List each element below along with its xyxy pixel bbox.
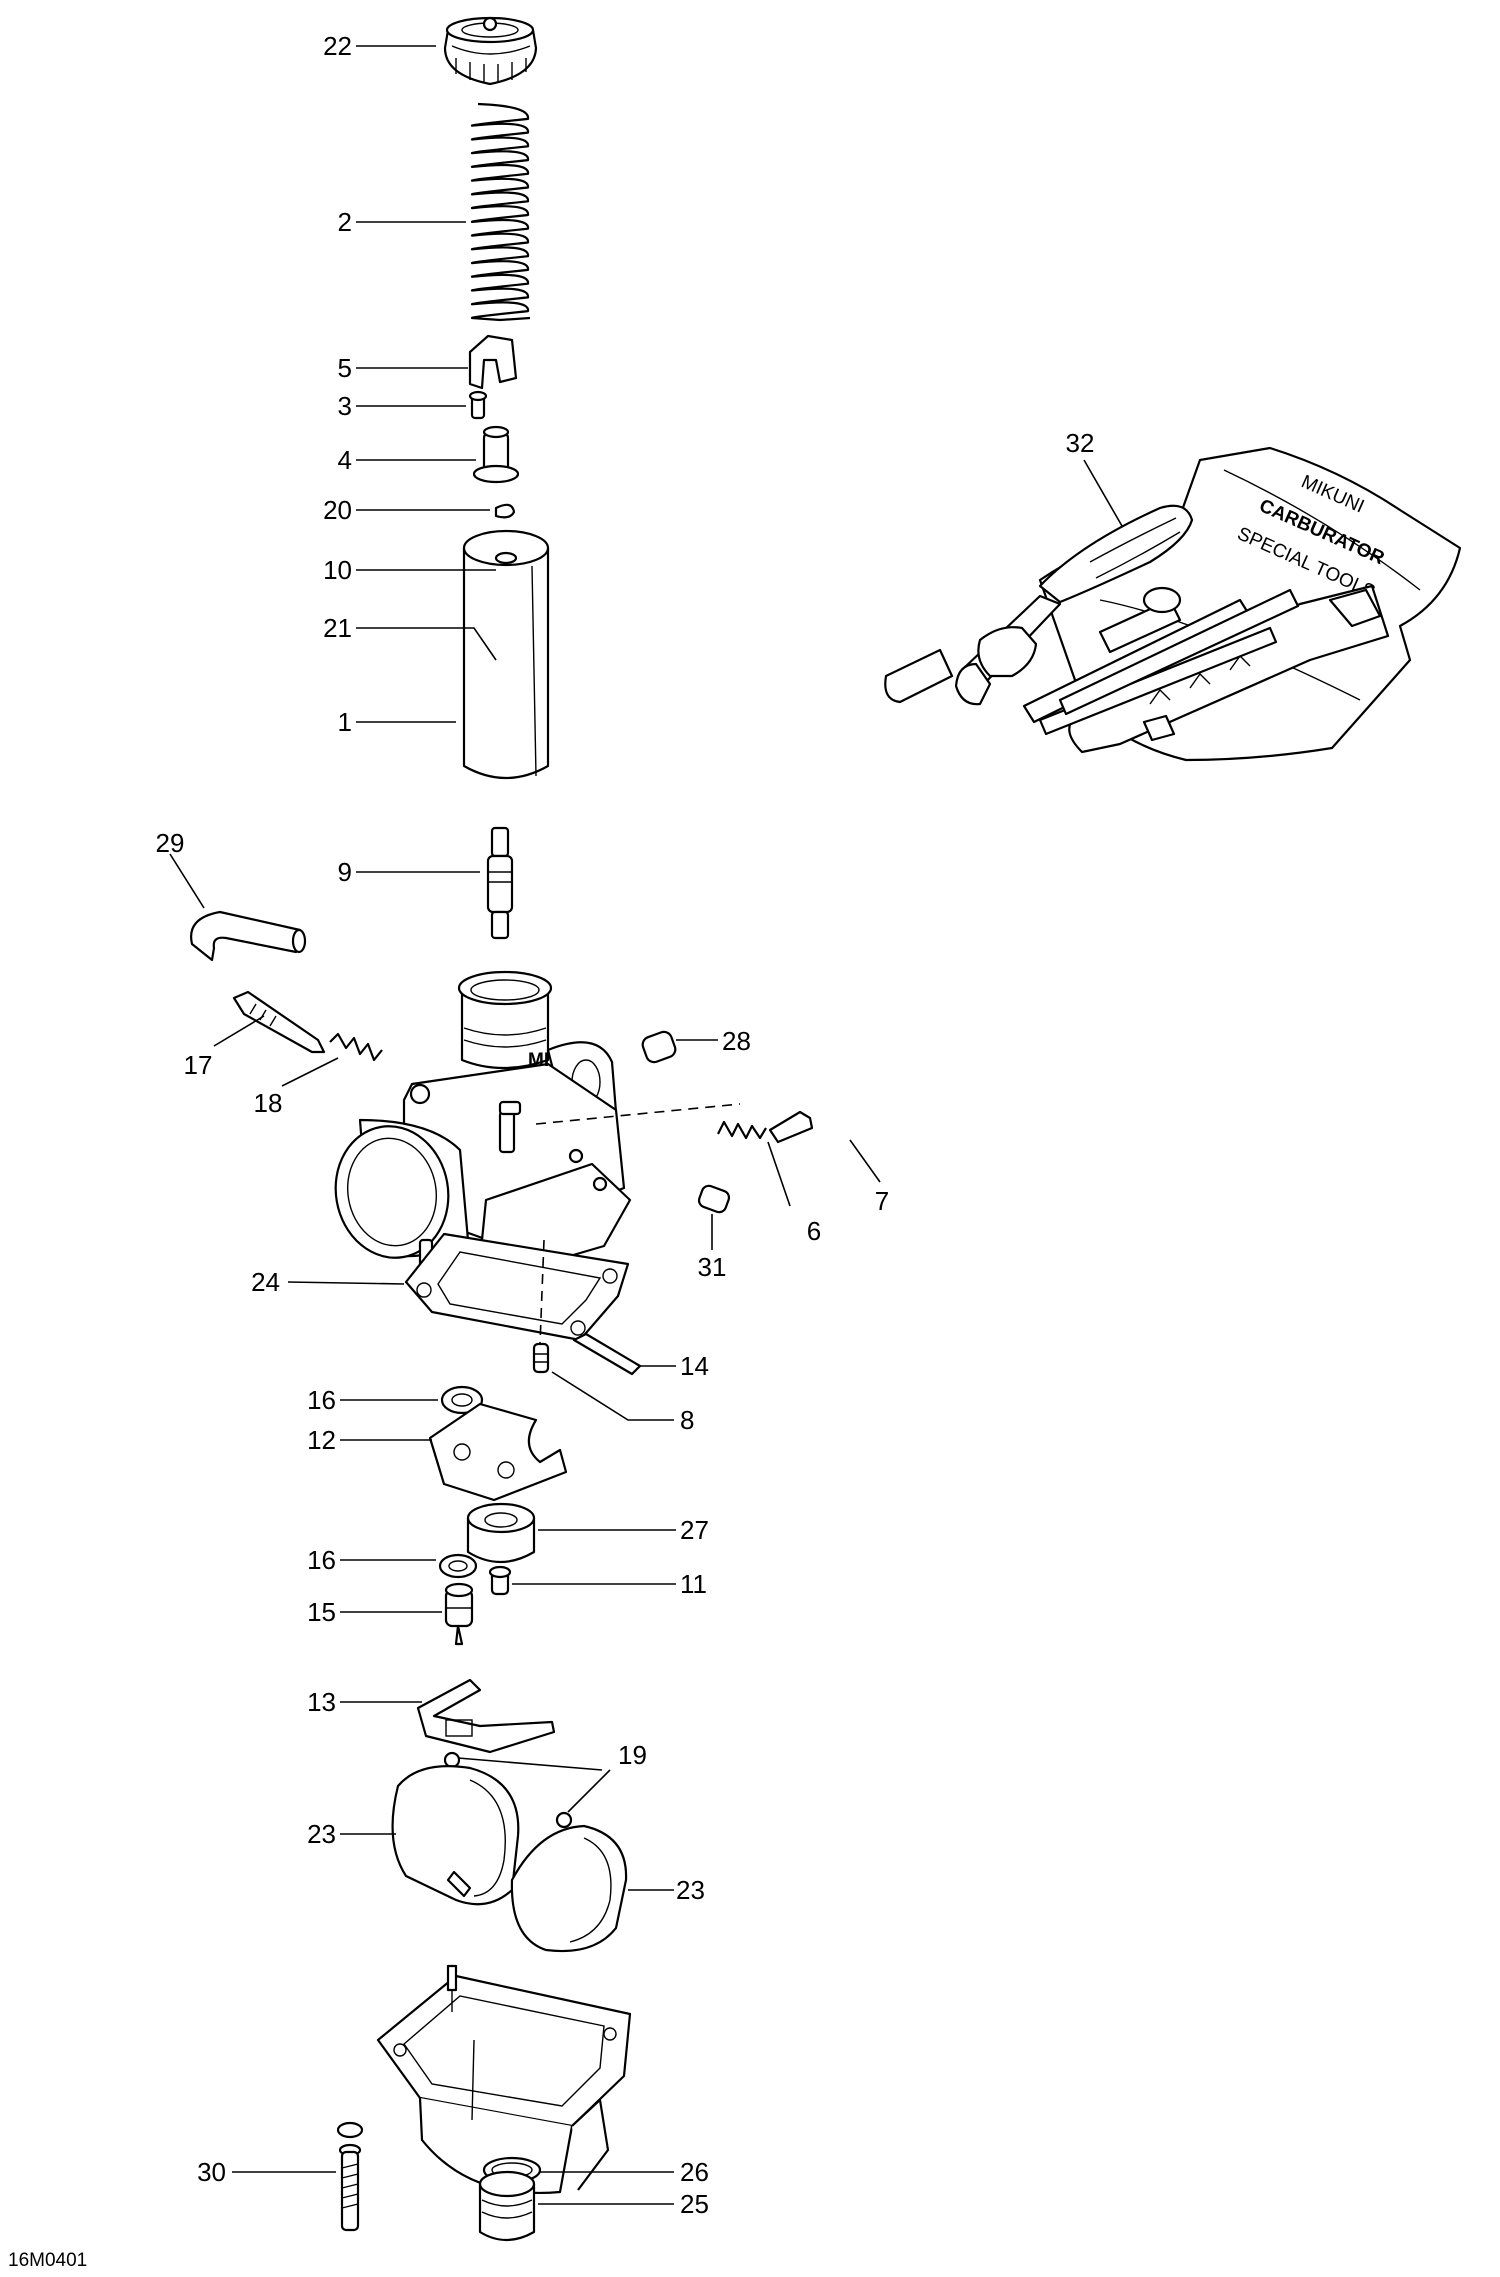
part-32-tool-kit: MIKUNI CARBURATOR SPECIAL TOOLS: [884, 446, 1462, 762]
callout-7: 7: [875, 1186, 889, 1216]
part-19-pin-right: [555, 1811, 573, 1829]
callout-32: 32: [1066, 428, 1095, 458]
part-30-screw: [336, 2121, 364, 2232]
part-27-seat: [466, 1502, 536, 1563]
callout-6: 6: [807, 1216, 821, 1246]
leader-19b: [567, 1769, 611, 1813]
part-24-gasket: [404, 1232, 630, 1342]
part-9-needle-jet: [486, 826, 514, 940]
assembly-guide-main: [535, 1103, 741, 1125]
leader-21: [356, 627, 497, 661]
part-15-needle-valve: [444, 1582, 474, 1646]
callout-22: 22: [323, 31, 352, 61]
callout-27: 27: [680, 1515, 709, 1545]
part-23-float-left: [391, 1765, 520, 1906]
part-22-cap: [443, 16, 538, 86]
callout-4: 4: [338, 445, 352, 475]
callout-14: 14: [680, 1351, 709, 1381]
callout-13: 13: [307, 1687, 336, 1717]
callout-28: 28: [722, 1026, 751, 1056]
callout-1: 1: [338, 707, 352, 737]
callout-23-left: 23: [307, 1819, 336, 1849]
leader-24: [287, 1281, 405, 1285]
part-4-holder: [472, 425, 520, 484]
leader-17: [213, 1015, 265, 1047]
callout-18: 18: [254, 1088, 283, 1118]
callout-2: 2: [338, 207, 352, 237]
callout-9: 9: [338, 857, 352, 887]
leader-8: [551, 1371, 674, 1421]
part-28-cap: [641, 1030, 677, 1064]
part-3-screw: [468, 390, 488, 420]
callout-11: 11: [680, 1569, 707, 1599]
leader-32: [1083, 459, 1123, 527]
part-1-throttle-slide: [462, 529, 550, 780]
callout-5: 5: [338, 353, 352, 383]
callout-19: 19: [618, 1740, 647, 1770]
part-14-pin: [572, 1332, 642, 1376]
callout-26: 26: [680, 2157, 709, 2187]
reference-code: 16M0401: [8, 2250, 87, 2271]
part-7-screw: [768, 1110, 814, 1144]
leader-7: [849, 1139, 881, 1183]
part-11-jet: [488, 1565, 512, 1596]
part-23-float-right: [510, 1824, 628, 1953]
leader-18: [281, 1057, 339, 1087]
part-19-pin-left: [443, 1751, 461, 1769]
callout-16-upper: 16: [307, 1385, 336, 1415]
callout-20: 20: [323, 495, 352, 525]
part-18-spring: [329, 1032, 383, 1062]
part-2-spring: [470, 102, 531, 322]
callout-24: 24: [251, 1267, 280, 1297]
leader-19a: [457, 1757, 603, 1771]
callout-8: 8: [680, 1405, 694, 1435]
callout-3: 3: [338, 391, 352, 421]
leader-lines: [169, 45, 1123, 2205]
callout-12: 12: [307, 1425, 336, 1455]
callout-16-lower: 16: [307, 1545, 336, 1575]
part-29-hose: [190, 910, 307, 962]
callout-31: 31: [698, 1252, 727, 1282]
part-12-plate: [428, 1402, 568, 1502]
carburetor-body: MI: [334, 970, 632, 1290]
leader-6: [767, 1141, 791, 1207]
part-20-clip: [494, 503, 516, 519]
part-16-washer-lower: [438, 1553, 478, 1579]
part-6-spring: [717, 1120, 767, 1140]
part-16-washer-upper: [440, 1385, 484, 1415]
part-31-cap: [697, 1184, 731, 1214]
callout-30: 30: [197, 2157, 226, 2187]
callout-23-right: 23: [676, 1875, 705, 1905]
assembly-guide-vertical: [539, 1239, 545, 1345]
callout-labels: 22 2 5 3 4 20 10 21 1 29 9 17 18 28 6 7 …: [156, 31, 1095, 2219]
callout-29: 29: [156, 828, 185, 858]
callout-15: 15: [307, 1597, 336, 1627]
part-17-screw: [232, 990, 326, 1054]
part-5-bracket: [468, 334, 518, 390]
carb-body-mark: MI: [528, 1050, 549, 1071]
callout-10: 10: [323, 555, 352, 585]
part-13-float-arm: [416, 1678, 556, 1754]
callout-25: 25: [680, 2189, 709, 2219]
part-25-plug: [478, 2170, 536, 2242]
callout-21: 21: [323, 613, 352, 643]
leader-29: [169, 853, 205, 909]
part-8-main-jet: [532, 1342, 550, 1374]
callout-17: 17: [184, 1050, 213, 1080]
